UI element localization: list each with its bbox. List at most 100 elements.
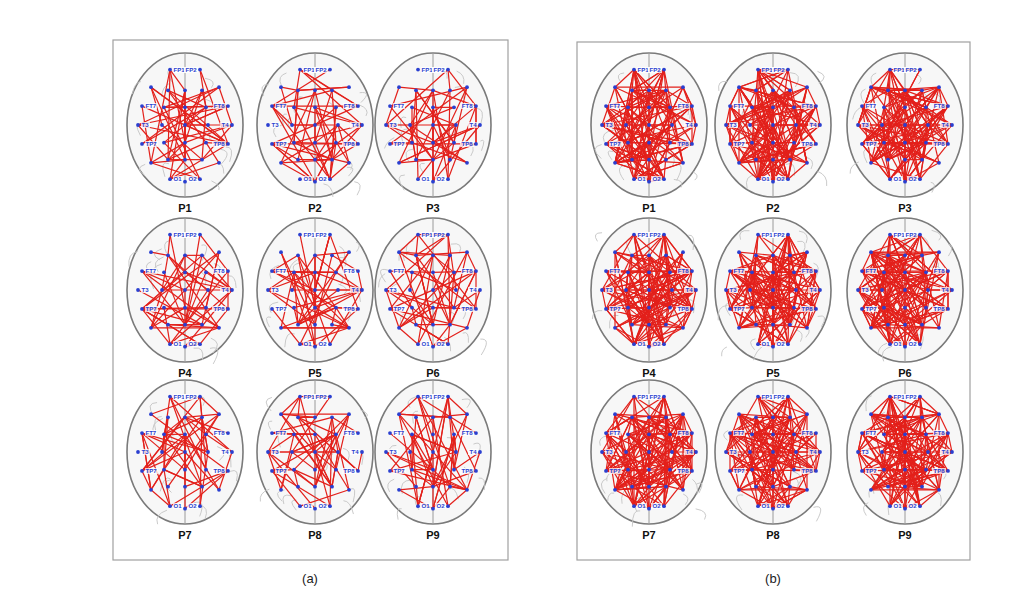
electrode-dot: [384, 288, 388, 292]
electrode-dot: [336, 450, 340, 454]
electrode-dot: [756, 68, 760, 72]
electrode-dot: [886, 253, 890, 257]
electrode-dot: [204, 105, 208, 109]
electrode-dot: [448, 253, 452, 257]
connection-line: [281, 163, 315, 182]
electrode-dot: [270, 307, 274, 311]
connection-line: [606, 271, 692, 309]
electrode-dot: [465, 161, 469, 165]
connection-line: [164, 308, 170, 345]
electrode-dot: [647, 270, 651, 274]
electrode-dot: [626, 270, 630, 274]
electrode-dot: [160, 123, 164, 127]
electrode-dot: [206, 450, 210, 454]
electrode-dot: [313, 141, 317, 145]
connection-line: [314, 125, 315, 143]
electrode-dot: [416, 68, 420, 72]
electrode-dot: [397, 161, 401, 165]
connection-line: [922, 125, 952, 160]
electrode-dot: [217, 250, 221, 254]
electrode-dot: [347, 412, 351, 416]
connection-line: [773, 325, 790, 347]
electrode-dot: [856, 288, 860, 292]
connection-line: [904, 125, 905, 182]
connection-line: [151, 87, 228, 144]
connection-line: [757, 70, 758, 180]
electrode-dot: [397, 326, 401, 330]
electrode-dot: [448, 415, 452, 419]
electrode-dot: [794, 123, 798, 127]
electrode-dot: [416, 233, 420, 237]
electrode-dot: [920, 323, 924, 327]
electrode-dot: [313, 306, 317, 310]
connection-line: [200, 235, 228, 272]
electrode-dot: [771, 345, 775, 349]
electrode-dot: [226, 142, 230, 146]
electrode-dot: [431, 485, 435, 489]
electrode-dot: [183, 485, 187, 489]
connection-line: [168, 235, 170, 256]
electrode-dot: [647, 88, 651, 92]
electrode-dot: [416, 504, 420, 508]
electrode-dot: [632, 342, 636, 346]
connection-line: [772, 308, 773, 347]
connection-line: [185, 235, 200, 325]
electrode-dot: [431, 415, 435, 419]
connection-line: [772, 308, 773, 347]
electrode-dot: [226, 307, 230, 311]
electrode-dot: [662, 177, 666, 181]
electrode-dot: [279, 250, 283, 254]
electrode-dot: [296, 158, 300, 162]
electrode-dot: [290, 288, 294, 292]
electrode-dot: [166, 88, 170, 92]
connection-line: [168, 414, 219, 486]
electrode-dot: [360, 288, 364, 292]
connection-line: [300, 70, 362, 125]
connection-line: [298, 255, 315, 346]
connection-line: [890, 70, 905, 91]
electrode-dot: [206, 123, 210, 127]
connection-line: [151, 434, 185, 489]
connection-line: [412, 434, 456, 452]
electrode-dot: [183, 270, 187, 274]
electrode-dot: [664, 253, 668, 257]
electrode-dot: [668, 306, 672, 310]
connection-line: [884, 87, 939, 107]
electrode-dot: [200, 158, 204, 162]
electrode-dot: [183, 253, 187, 257]
electrode-dot: [388, 431, 392, 435]
electrode-dot: [336, 123, 340, 127]
electrode-dot: [149, 488, 153, 492]
connection-line: [739, 252, 790, 324]
electrode-dot: [296, 88, 300, 92]
electrode-dot: [431, 345, 435, 349]
electrode-dot: [924, 306, 928, 310]
connection-line: [648, 272, 649, 290]
electrode-dot: [136, 450, 140, 454]
electrode-dot: [937, 326, 941, 330]
connection-line: [862, 272, 926, 309]
connection-line: [756, 255, 794, 272]
electrode-dot: [613, 250, 617, 254]
electrode-dot: [918, 342, 922, 346]
connection-line: [758, 70, 788, 180]
electrode-dot: [292, 468, 296, 472]
connection-line: [433, 90, 448, 179]
connection-line: [871, 252, 939, 253]
connection-line: [185, 414, 219, 469]
electrode-dot: [313, 288, 317, 292]
connection-line: [418, 452, 433, 506]
electrode-dot: [330, 485, 334, 489]
electrode-dot: [200, 88, 204, 92]
connection-line: [162, 434, 164, 452]
connection-line: [168, 325, 219, 328]
connection-line: [904, 325, 905, 347]
connection-line: [281, 87, 298, 90]
connection-line: [626, 272, 628, 290]
electrode-dot: [279, 488, 283, 492]
electrode-dot: [270, 104, 274, 108]
electrode-dot: [356, 431, 360, 435]
electrode-dot: [937, 85, 941, 89]
electrode-dot: [630, 253, 634, 257]
electrode-dot: [882, 270, 886, 274]
